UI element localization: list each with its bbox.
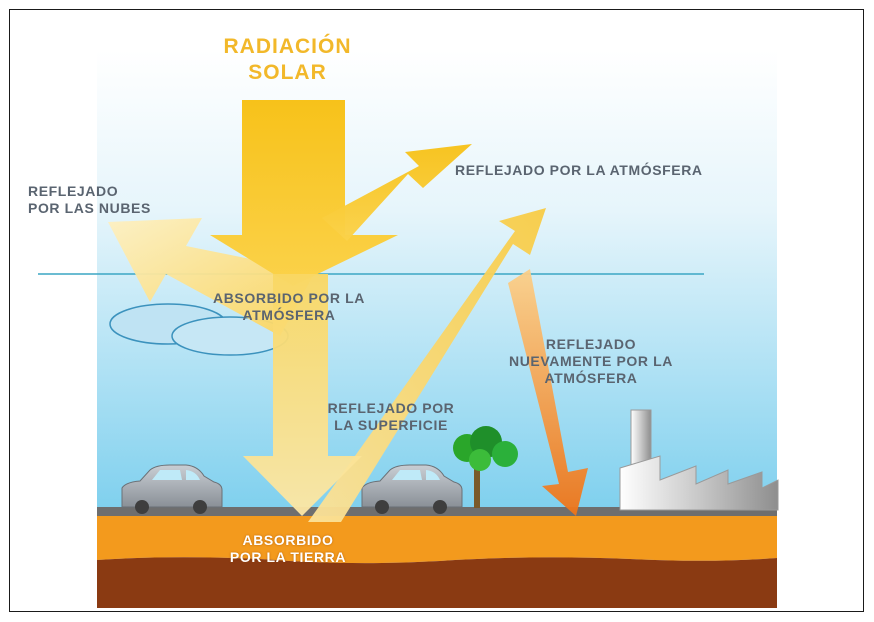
figure-frame: RADIACIÓN SOLAR REFLEJADO POR LA ATMÓSFE… (9, 9, 864, 612)
solar-radiation-label: RADIACIÓN SOLAR (223, 35, 352, 84)
solar-radiation-arrow (210, 100, 398, 286)
reflected-by-clouds-label: REFLEJADO POR LAS NUBES (28, 183, 151, 217)
absorbed-by-ground-arrow (243, 274, 362, 516)
absorbed-by-atmosphere-label: ABSORBIDO POR LA ATMÓSFERA (213, 290, 365, 324)
car-left-icon (121, 464, 223, 514)
reflected-by-surface-label: REFLEJADO POR LA SUPERFICIE (327, 400, 455, 434)
greenhouse-energy-diagram (38, 50, 779, 608)
earth-surface-layer (97, 516, 777, 564)
reflected-again-label: REFLEJADO NUEVAMENTE POR LA ATMÓSFERA (509, 336, 673, 387)
reflected-by-clouds-arrow (108, 218, 315, 336)
reflected-by-atmosphere-label: REFLEJADO POR LA ATMÓSFERA (455, 162, 703, 178)
soil-layer (97, 557, 777, 608)
reflected-again-arrow (508, 269, 588, 516)
cloud-icon (109, 303, 289, 356)
absorbed-by-earth-label: ABSORBIDO POR LA TIERRA (229, 532, 347, 566)
factory-icon (619, 409, 779, 511)
car-right-icon (361, 464, 463, 514)
reflected-by-surface-arrow (308, 208, 546, 522)
tree-icon (453, 426, 518, 508)
reflected-by-atmosphere-arrow (322, 144, 472, 241)
